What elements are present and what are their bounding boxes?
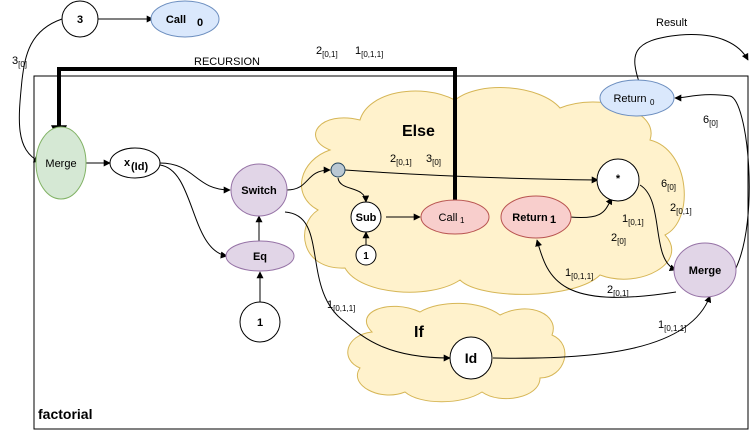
node-switch bbox=[230, 163, 288, 217]
node-return0-sub: 0 bbox=[650, 98, 655, 107]
node-const-1-eq-text: 1 bbox=[257, 317, 263, 329]
label-result: Result bbox=[656, 17, 687, 29]
node-call1 bbox=[420, 199, 490, 235]
node-x-sub: (Id) bbox=[131, 161, 148, 173]
node-sub-text: Sub bbox=[356, 212, 377, 224]
edge-merge-to-return0 bbox=[674, 94, 750, 271]
node-call0 bbox=[150, 0, 220, 38]
edge-x-to-eq bbox=[159, 164, 228, 259]
edge-return1-to-multiply bbox=[569, 197, 613, 219]
node-sub bbox=[350, 201, 382, 233]
node-const-3-text: 3 bbox=[77, 14, 83, 26]
node-merge-left bbox=[35, 126, 87, 200]
label-recursion: RECURSION bbox=[194, 56, 260, 68]
label-3-0-else: 3[0] bbox=[426, 153, 441, 167]
edge-switch-to-dot bbox=[286, 166, 331, 191]
node-switch-text: Switch bbox=[241, 185, 277, 197]
label-2-01-right: 2[0,1] bbox=[670, 202, 692, 216]
edge-id-to-merge bbox=[492, 295, 712, 359]
if-label: If bbox=[414, 324, 424, 341]
node-const-3 bbox=[61, 0, 99, 38]
node-return1 bbox=[500, 195, 572, 239]
label-2-01-else: 2[0,1] bbox=[390, 153, 412, 167]
label-1-011-switch: 1[0,1,1] bbox=[327, 299, 355, 313]
node-return0-text: Return bbox=[613, 93, 646, 105]
label-2-0: 2[0] bbox=[611, 232, 626, 246]
label-6-0-a: 6[0] bbox=[703, 114, 718, 128]
node-call0-sub: 0 bbox=[197, 17, 203, 29]
edge-multiply-to-merge bbox=[639, 184, 677, 271]
node-id bbox=[449, 336, 493, 380]
node-id-text: Id bbox=[465, 350, 477, 366]
label-1-011-top: 1[0,1,1] bbox=[355, 45, 383, 59]
label-6-0-b: 6[0] bbox=[661, 178, 676, 192]
node-multiply-text: * bbox=[616, 173, 621, 185]
node-merge-left-text: Merge bbox=[45, 158, 76, 170]
edge-return0-to-result bbox=[634, 34, 749, 86]
node-return0 bbox=[599, 79, 675, 117]
edge-call0-to-merge bbox=[18, 18, 63, 163]
node-eq bbox=[225, 240, 295, 272]
label-2-01-top: 2[0,1] bbox=[316, 45, 338, 59]
node-eq-text: Eq bbox=[253, 251, 267, 263]
node-merge-right-text: Merge bbox=[689, 265, 721, 277]
edge-dot-to-sub bbox=[337, 177, 370, 203]
edge-merge-to-return1 bbox=[535, 239, 677, 298]
label-3-0: 3[0] bbox=[12, 55, 27, 69]
node-return1-text: Return bbox=[512, 212, 548, 224]
node-call1-sub: 1 bbox=[460, 216, 465, 225]
node-x-id bbox=[109, 147, 161, 179]
edge-x-to-switch bbox=[159, 162, 231, 194]
else-cloud bbox=[300, 87, 685, 295]
label-1-011-id: 1[0,1,1] bbox=[658, 319, 686, 333]
else-label: Else bbox=[402, 123, 435, 140]
label-1-011-mid: 1[0,1,1] bbox=[565, 267, 593, 281]
edge-dot-to-multiply bbox=[344, 169, 599, 184]
node-call1-text: Call bbox=[439, 212, 458, 224]
node-x-text: x bbox=[124, 157, 131, 169]
node-multiply bbox=[596, 158, 640, 202]
node-const-1-sub bbox=[355, 244, 377, 266]
node-split-dot bbox=[330, 162, 346, 178]
frame-title: factorial bbox=[38, 406, 92, 422]
recursion-edge bbox=[51, 67, 457, 200]
node-const-1-eq bbox=[239, 301, 281, 343]
node-return1-sub: 1 bbox=[550, 214, 556, 226]
node-const-1-sub-text: 1 bbox=[363, 251, 369, 262]
label-1-01: 1[0,1] bbox=[622, 213, 644, 227]
node-merge-right bbox=[673, 242, 737, 298]
label-2-01-mid: 2[0,1] bbox=[607, 284, 629, 298]
node-call0-text: Call bbox=[166, 14, 186, 26]
edge-switch-to-id bbox=[284, 211, 451, 362]
factorial-frame bbox=[33, 75, 749, 430]
